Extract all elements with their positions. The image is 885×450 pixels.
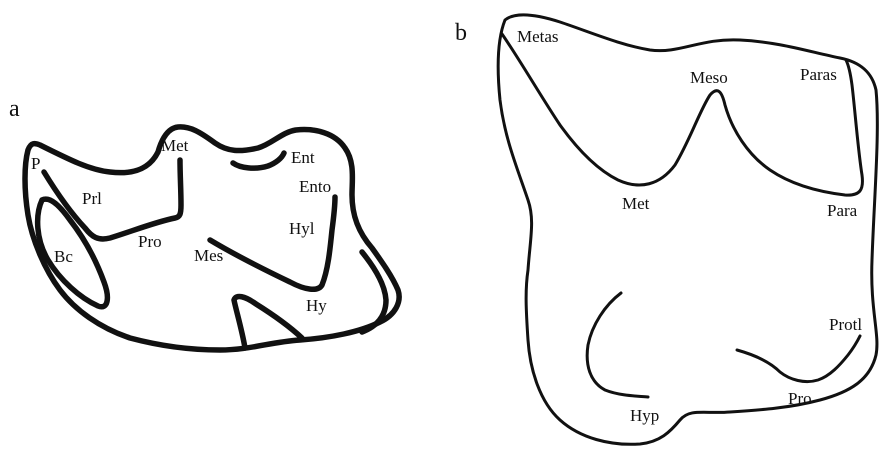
label-b-paras: Paras: [800, 65, 837, 84]
label-a-hyl: Hyl: [289, 219, 315, 238]
label-a-ent: Ent: [291, 148, 315, 167]
label-b-pro: Pro: [788, 389, 812, 408]
label-a-ento: Ento: [299, 177, 331, 196]
label-b-para: Para: [827, 201, 858, 220]
label-b-metas: Metas: [517, 27, 559, 46]
panel-b: b Metas Meso Paras Met Para Protl Pro Hy…: [455, 15, 877, 444]
label-a-met: Met: [161, 136, 189, 155]
panel-a-hypoconid-ridge: [210, 197, 335, 289]
label-a-bc: Bc: [54, 247, 73, 266]
label-b-protl: Protl: [829, 315, 862, 334]
panel-b-letter: b: [455, 20, 467, 46]
label-b-met: Met: [622, 194, 650, 213]
panel-a-entoconid-ridge: [233, 153, 284, 168]
label-a-prl: Prl: [82, 189, 102, 208]
label-a-pro: Pro: [138, 232, 162, 251]
label-a-p: P: [31, 154, 40, 173]
label-a-hy: Hy: [306, 296, 327, 315]
panel-b-trigonid-ridge: [502, 34, 862, 195]
label-b-meso: Meso: [690, 68, 728, 87]
panel-b-protoconid-curve: [737, 336, 860, 382]
panel-a: a P Prl Bc Pro Met Mes Ent Ento Hyl Hy: [9, 96, 399, 350]
label-b-hyp: Hyp: [630, 406, 659, 425]
panel-a-letter: a: [9, 96, 20, 122]
label-a-mes: Mes: [194, 246, 223, 265]
panel-b-hypoconid-curve: [587, 293, 648, 397]
